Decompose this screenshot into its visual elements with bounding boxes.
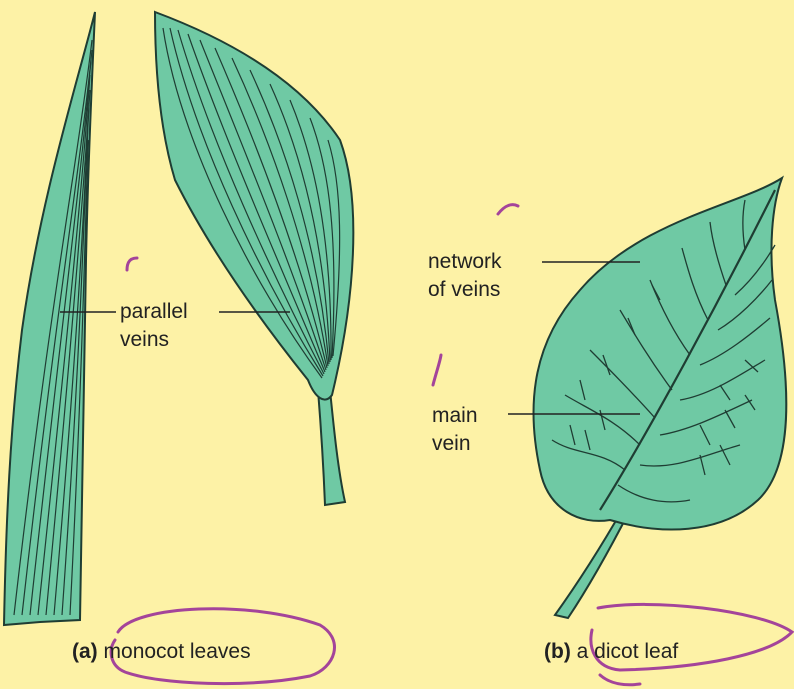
monocot-broad-leaf xyxy=(155,12,353,505)
caption-b-letter: (b) xyxy=(544,640,571,663)
caption-a-letter: (a) xyxy=(72,640,98,663)
tick-mark-3 xyxy=(433,355,441,385)
dicot-leaf xyxy=(533,178,786,618)
label-main-line1: main xyxy=(432,402,478,430)
label-network-line1: network xyxy=(428,248,502,276)
monocot-grass-blade xyxy=(4,12,95,625)
caption-a: (a) monocot leaves xyxy=(72,640,251,664)
label-main-vein: main vein xyxy=(432,402,478,458)
label-main-line2: vein xyxy=(432,430,478,458)
label-network-of-veins: network of veins xyxy=(428,248,502,304)
label-parallel-line2: veins xyxy=(120,326,188,354)
caption-b-text: a dicot leaf xyxy=(577,640,679,663)
label-parallel-line1: parallel xyxy=(120,298,188,326)
label-network-line2: of veins xyxy=(428,276,502,304)
caption-b: (b) a dicot leaf xyxy=(544,640,678,664)
tick-mark-2 xyxy=(498,205,518,214)
tail-dicot-circle xyxy=(600,675,640,685)
label-parallel-veins: parallel veins xyxy=(120,298,188,354)
tick-mark-1 xyxy=(127,258,137,270)
caption-a-text: monocot leaves xyxy=(104,640,251,663)
